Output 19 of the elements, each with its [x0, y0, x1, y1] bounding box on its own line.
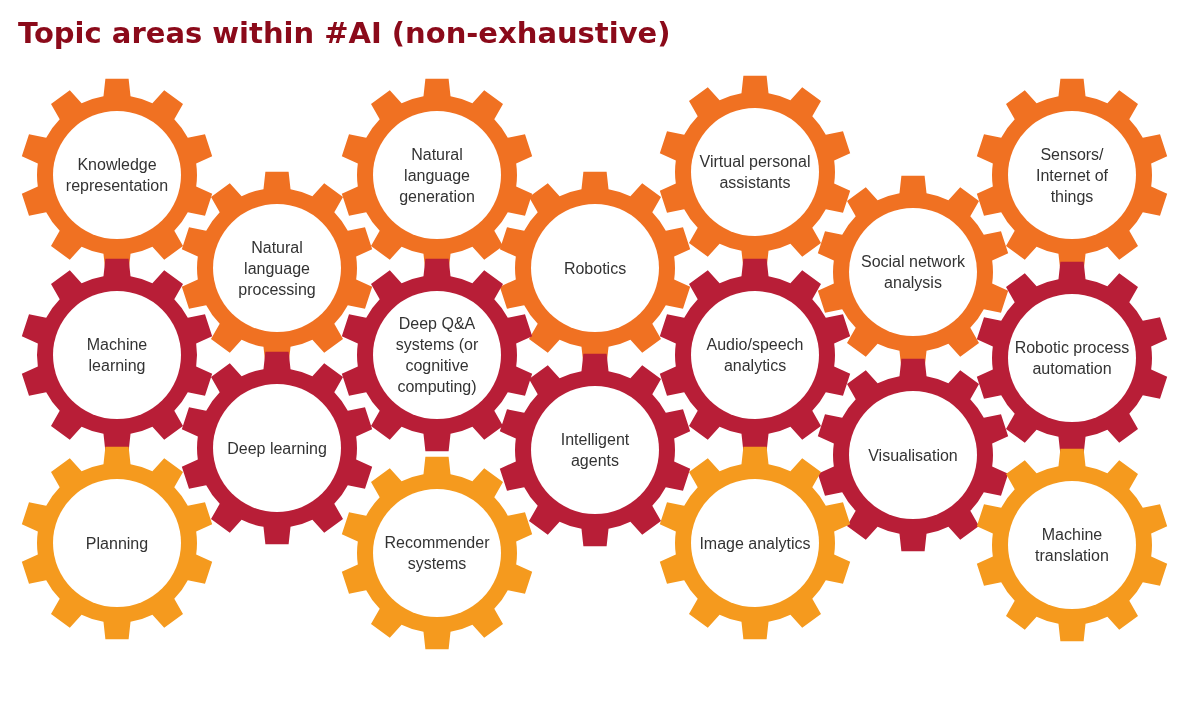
gear-label: Planning — [84, 533, 150, 554]
gear-label: Visualisation — [867, 445, 959, 466]
gear-label: Deep learning — [226, 438, 328, 459]
gear-label: Sensors/ Internet of things — [1034, 144, 1109, 207]
gear-label: Natural language processing — [237, 237, 317, 300]
gear-label: Intelligent agents — [559, 430, 631, 471]
gear-label: Social network analysis — [859, 252, 966, 293]
gear-label: Knowledge representation — [64, 155, 170, 196]
gear-label: Robotics — [562, 258, 628, 279]
gear-label: Machine translation — [1034, 525, 1110, 566]
gear-label: Recommender systems — [383, 533, 491, 574]
gear-label: Machine learning — [85, 335, 149, 376]
gear-label: Image analytics — [698, 533, 812, 554]
gear-label: Deep Q&A systems (or cognitive computing) — [394, 314, 480, 397]
title: Topic areas within #AI (non-exhaustive) — [18, 15, 671, 52]
gear-label: Natural language generation — [398, 144, 476, 207]
gear-label: Virtual personal assistants — [698, 152, 812, 193]
gear-label: Robotic process automation — [1013, 338, 1131, 379]
gear-label: Audio/speech analytics — [705, 335, 805, 376]
